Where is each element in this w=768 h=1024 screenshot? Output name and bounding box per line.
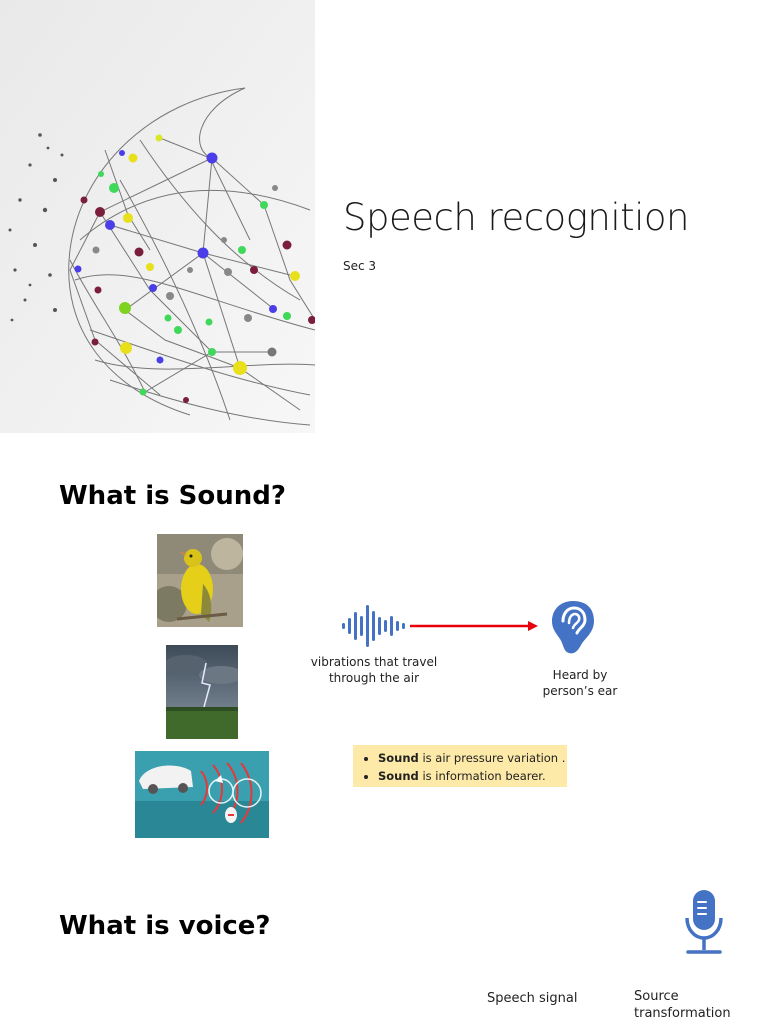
fact-item: Sound is air pressure variation . — [378, 749, 567, 767]
fact-text: is information bearer. — [418, 769, 546, 783]
fact-term: Sound — [378, 751, 419, 765]
ear-caption: Heard by person’s ear — [542, 668, 618, 698]
sound-heading: What is Sound? — [59, 481, 286, 511]
car-photo — [135, 751, 269, 838]
voice-heading: What is voice? — [59, 911, 271, 941]
sound-slide: What is Sound? — [0, 433, 768, 866]
page-title: Speech recognition — [343, 196, 690, 239]
arrow-right-icon — [410, 621, 538, 631]
network-globe-icon — [0, 0, 315, 433]
fact-text: is air pressure variation . — [418, 751, 566, 765]
fact-term: Sound — [378, 769, 419, 783]
title-slide: Speech recognition Sec 3 — [0, 0, 768, 433]
speech-signal-label: Speech signal — [487, 991, 578, 1006]
ear-icon — [552, 601, 594, 654]
sound-wave-icon — [342, 605, 405, 647]
vibrations-caption: vibrations that travel through the air — [310, 655, 438, 685]
page-subtitle: Sec 3 — [343, 259, 377, 273]
bird-photo — [157, 534, 243, 627]
fact-item: Sound is information bearer. — [378, 767, 567, 785]
sound-facts-box: Sound is air pressure variation . Sound … — [353, 745, 567, 787]
microphone-icon — [685, 890, 723, 954]
source-transformation-label: Source transformation — [634, 989, 731, 1021]
voice-slide: What is voice? Speech signal Source tran… — [0, 866, 768, 1024]
storm-photo — [166, 645, 238, 739]
